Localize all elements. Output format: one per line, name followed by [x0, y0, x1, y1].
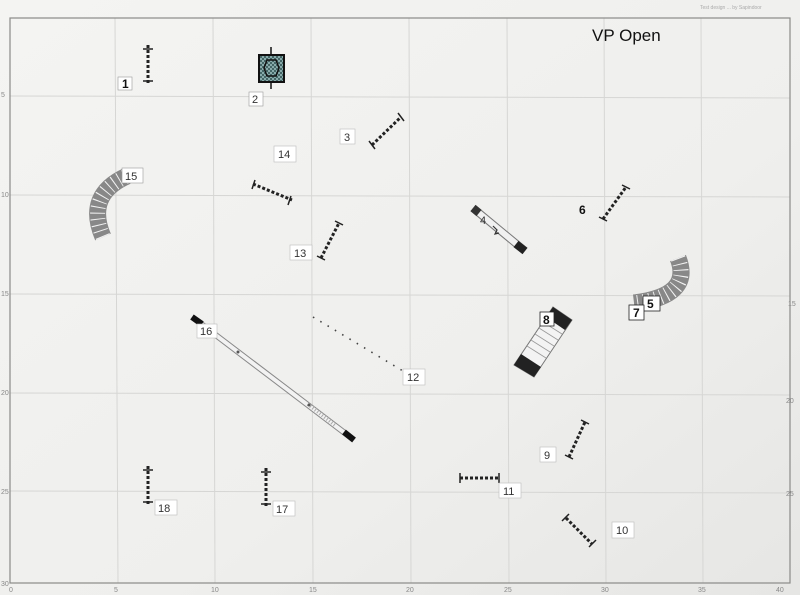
- obstacle-number: 11: [503, 486, 514, 498]
- x-tick: 25: [504, 587, 512, 594]
- y-tick: 15: [788, 301, 796, 308]
- y-tick: 20: [786, 398, 794, 405]
- y-tick: 15: [1, 291, 9, 298]
- x-tick: 35: [698, 587, 706, 594]
- y-tick: 25: [786, 491, 794, 498]
- obstacle-number: 1: [122, 77, 129, 91]
- obstacle-number: 16: [200, 326, 212, 338]
- obstacle-6-jump: 6: [579, 184, 631, 222]
- y-tick: 10: [1, 192, 9, 199]
- obstacle-9-jump: 9: [539, 419, 590, 463]
- obstacle-18-jump: 18: [143, 466, 178, 516]
- obstacle-5-curved-tunnel: 5: [632, 254, 690, 312]
- obstacle-2-tyre: 2: [248, 47, 285, 107]
- obstacle-number: 14: [278, 149, 290, 161]
- x-tick: 20: [406, 587, 414, 594]
- y-tick: 20: [1, 390, 9, 397]
- obstacle-number: 9: [544, 450, 550, 462]
- x-tick: 0: [9, 587, 13, 594]
- obstacle-15-curved-tunnel: 15: [89, 167, 144, 241]
- obstacle-11-jump: 11: [459, 473, 522, 499]
- obstacle-number: 3: [344, 132, 350, 144]
- y-tick: 5: [1, 92, 5, 99]
- obstacle-13-jump: 13: [289, 220, 344, 261]
- obstacle-1-jump: 1: [117, 45, 153, 91]
- x-tick: 40: [776, 587, 784, 594]
- obstacle-17-jump: 17: [261, 468, 296, 517]
- corner-note: Test design ... by Sapindoor: [700, 5, 762, 11]
- obstacle-4-ramp: 4: [470, 204, 528, 255]
- obstacle-number: 4: [480, 215, 486, 227]
- obstacle-number: 17: [276, 504, 288, 516]
- obstacle-14-jump: 14: [251, 145, 297, 206]
- obstacle-16-dogwalk: 16: [190, 314, 356, 443]
- x-tick: 30: [601, 587, 609, 594]
- obstacle-10-jump: 10: [561, 513, 635, 548]
- y-tick: 25: [1, 489, 9, 496]
- obstacle-number: 5: [647, 297, 654, 311]
- obstacle-number: 13: [294, 248, 306, 260]
- obstacle-number: 8: [543, 313, 550, 327]
- obstacle-12-dotted-line: 12: [312, 316, 429, 387]
- obstacle-number: 12: [407, 372, 419, 384]
- obstacle-number: 6: [579, 203, 586, 217]
- course-border: [9, 17, 791, 584]
- x-tick: 5: [114, 587, 118, 594]
- obstacle-number: 15: [125, 171, 137, 183]
- x-tick: 15: [309, 587, 317, 594]
- course-title: VP Open: [592, 26, 661, 45]
- x-tick: 10: [211, 587, 219, 594]
- obstacle-number: 18: [158, 503, 170, 515]
- obstacle-8-panel: 8: [513, 306, 573, 378]
- y-axis-ticks-left: 5 10 15 20 25 30: [1, 92, 9, 588]
- x-axis-ticks: 0 5 10 15 20 25 30 35 40: [9, 587, 784, 594]
- obstacle-number: 2: [252, 94, 258, 106]
- obstacle-3-jump: 3: [339, 112, 405, 150]
- obstacle-7-marker: 7: [628, 304, 645, 321]
- obstacle-number: 10: [616, 525, 628, 537]
- obstacle-number: 7: [633, 306, 640, 320]
- y-tick: 30: [1, 581, 9, 588]
- y-axis-ticks-right: 15 20 25: [786, 301, 796, 498]
